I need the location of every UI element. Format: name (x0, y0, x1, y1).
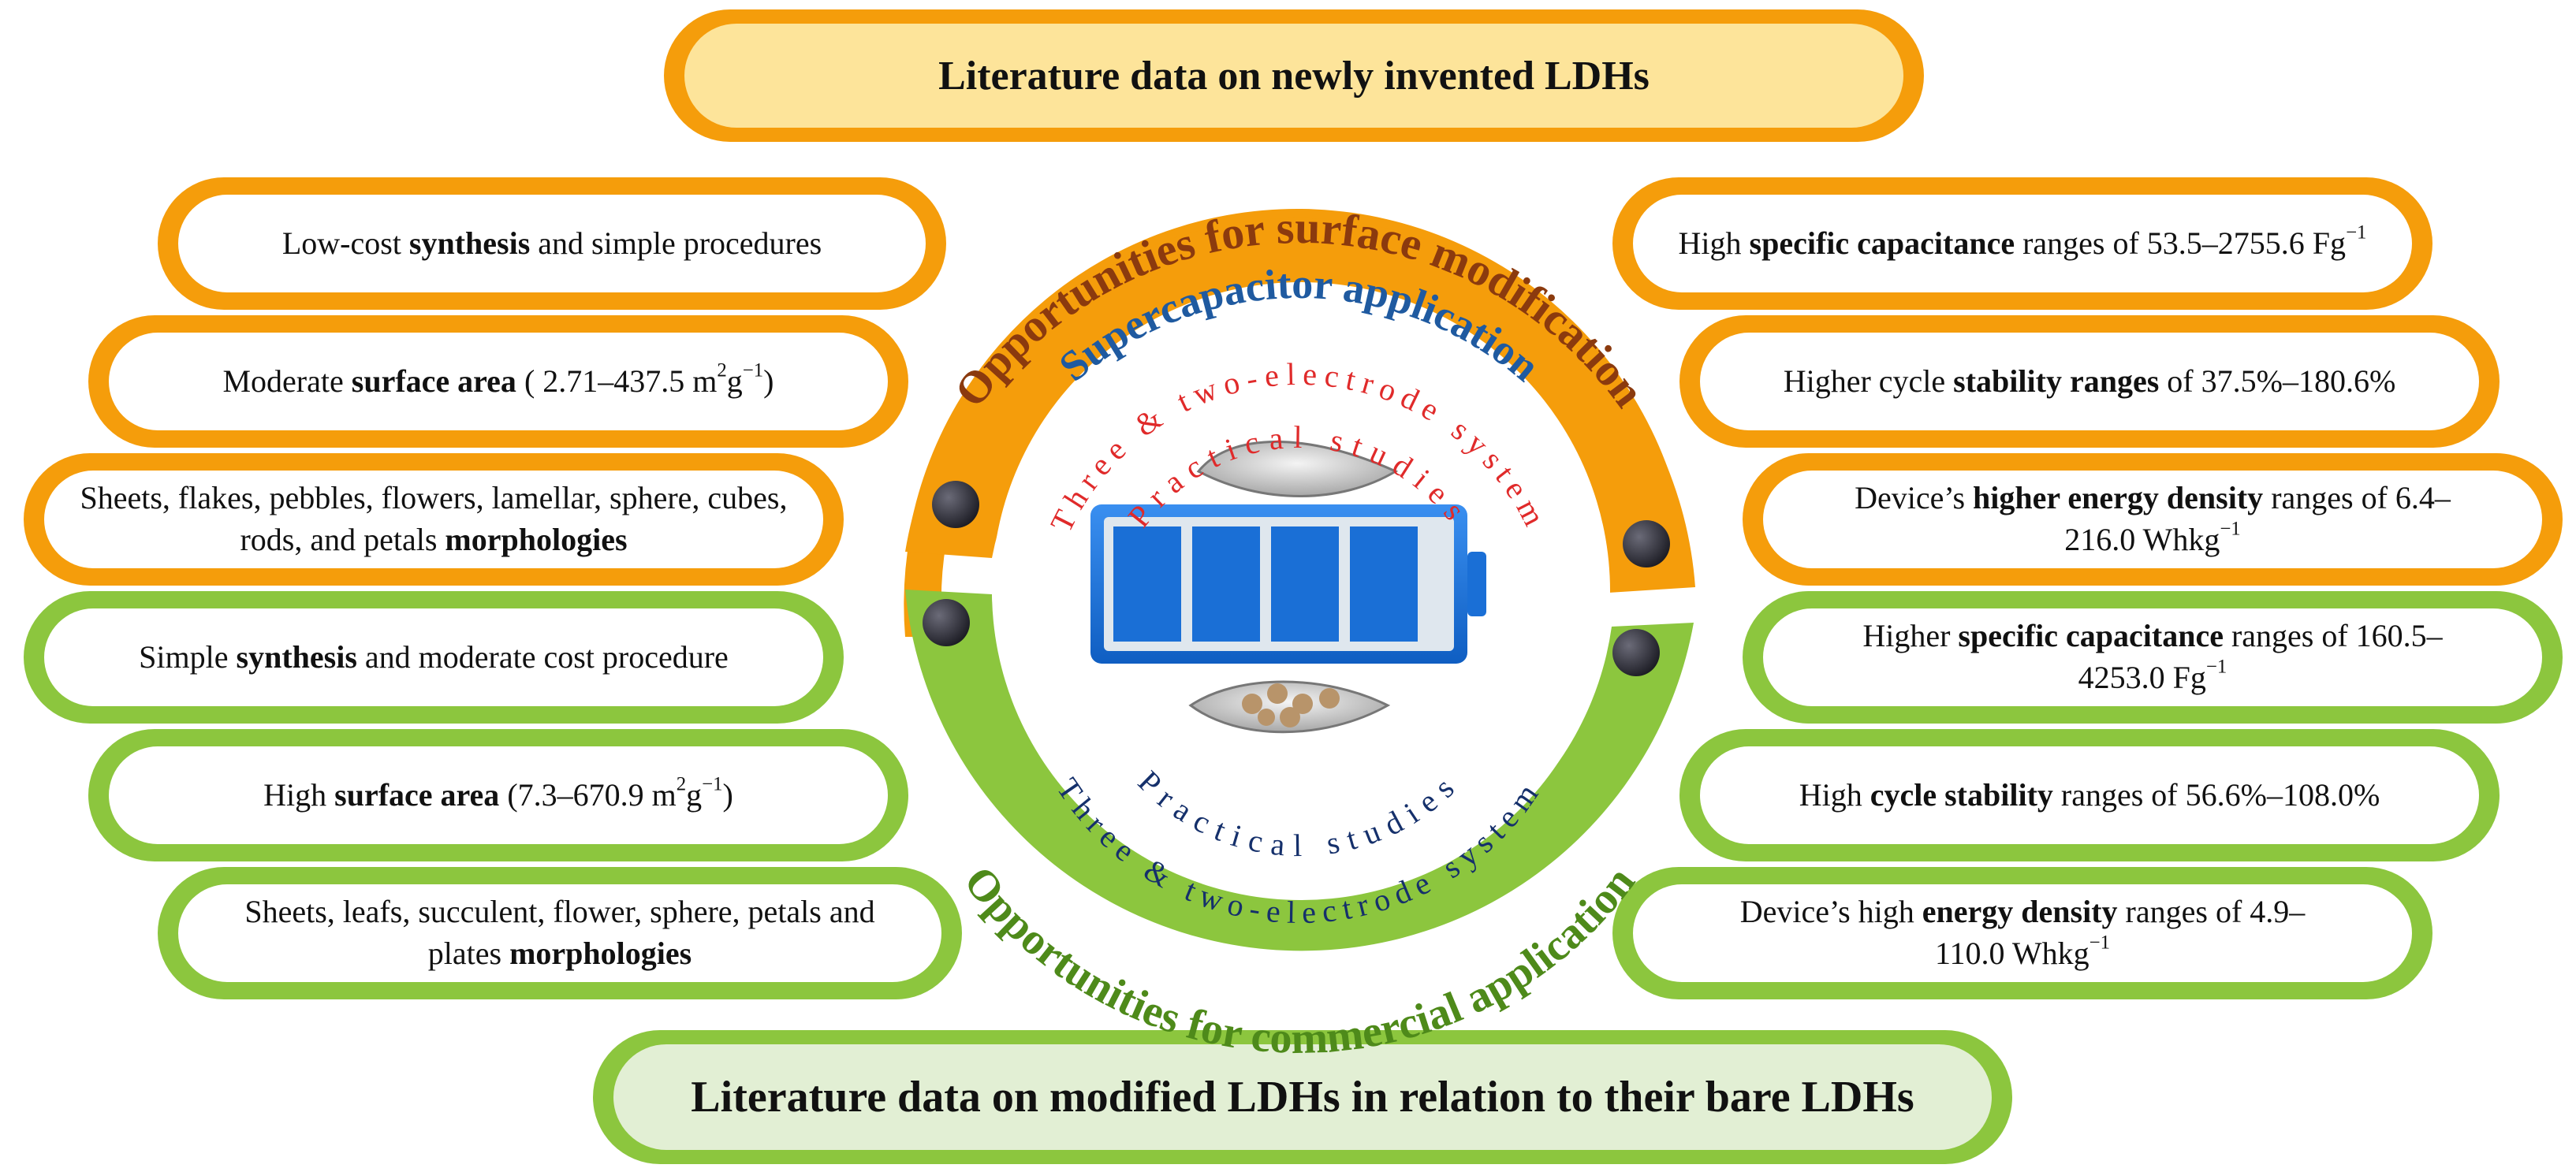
left-orange-pill-1: Low-cost synthesis and simple procedures (158, 177, 946, 310)
left-green-pill-3: Sheets, leafs, succulent, flower, sphere… (158, 867, 962, 999)
left-orange-pill-3: Sheets, flakes, pebbles, flowers, lamell… (24, 453, 844, 586)
top-banner-title: Literature data on newly invented LDHs (684, 24, 1903, 128)
dark-sphere-icon (1612, 629, 1660, 676)
left-green-pill-2: High surface area (7.3–670.9 m2g−1) (88, 729, 908, 861)
bottom-banner-title: Literature data on modified LDHs in rela… (613, 1044, 1992, 1150)
dark-sphere-icon (923, 599, 970, 646)
leaf-electrode-icon (1196, 441, 1399, 497)
orange-half-ring (905, 218, 1695, 593)
dark-sphere-icon (1623, 520, 1670, 567)
battery-icon (1090, 504, 1486, 664)
dark-sphere-icon (932, 481, 979, 528)
pebble-electrode-icon (1188, 680, 1391, 734)
right-green-pill-2: High cycle stability ranges of 56.6%–108… (1679, 729, 2500, 861)
right-orange-pill-3: Device’s higher energy density ranges of… (1743, 453, 2563, 586)
right-orange-pill-2: Higher cycle stability ranges of 37.5%–1… (1679, 315, 2500, 448)
bottom-banner: Literature data on modified LDHs in rela… (593, 1030, 2012, 1164)
right-green-pill-1: Higher specific capacitance ranges of 16… (1743, 591, 2563, 724)
right-green-pill-3: Device’s high energy density ranges of 4… (1612, 867, 2432, 999)
left-orange-pill-2: Moderate surface area ( 2.71–437.5 m2g−1… (88, 315, 908, 448)
green-half-ring (905, 590, 1694, 951)
left-green-pill-1: Simple synthesis and moderate cost proce… (24, 591, 844, 724)
top-banner: Literature data on newly invented LDHs (664, 9, 1924, 142)
right-orange-pill-1: High specific capacitance ranges of 53.5… (1612, 177, 2432, 310)
